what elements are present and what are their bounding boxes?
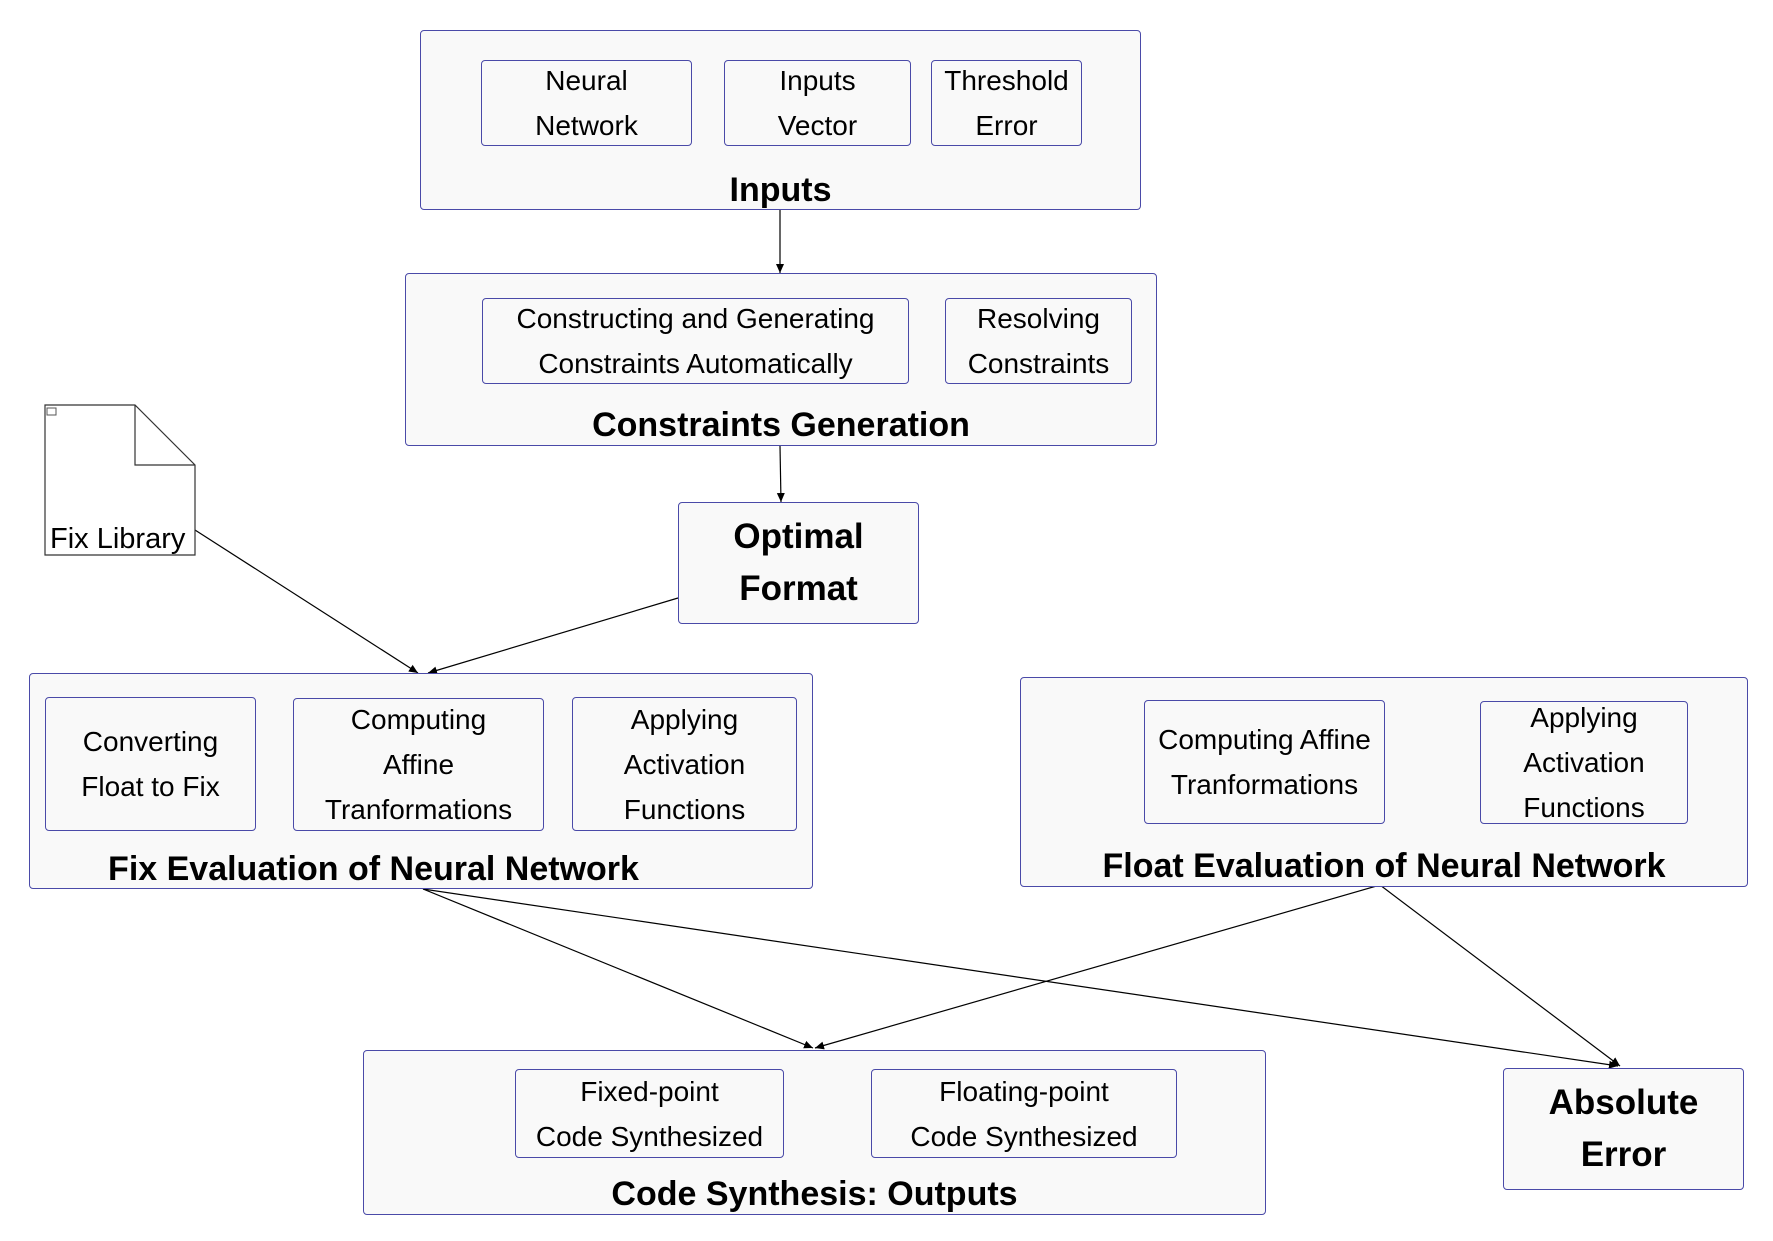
constructing-constraints-line1: Constructing and Generating (516, 303, 875, 334)
threshold-error-box: Threshold Error (931, 60, 1082, 146)
fix-evaluation-group: Converting Float to Fix Computing Affine… (29, 673, 813, 889)
constructing-constraints-line2: Constraints Automatically (538, 348, 853, 379)
converting-line2: Float to Fix (81, 771, 220, 802)
floating-point-code-box: Floating-point Code Synthesized (871, 1069, 1177, 1158)
inputs-vector-line1: Inputs (779, 65, 856, 96)
fix-computing-line1: Computing (350, 704, 487, 735)
neural-network-line1: Neural (545, 65, 628, 96)
float-computing-affine-box: Computing Affine Tranformations (1144, 700, 1385, 824)
absolute-error-line1: Absolute (1548, 1083, 1699, 1122)
converting-line1: Converting (82, 726, 219, 757)
edge-fix-evaluation-to-outputs (422, 888, 814, 1049)
resolving-constraints-line2: Constraints (967, 348, 1110, 379)
float-evaluation-group: Computing Affine Tranformations Applying… (1020, 677, 1748, 887)
floating-point-line1: Floating-point (939, 1075, 1109, 1107)
fix-evaluation-title: Fix Evaluation of Neural Network (108, 850, 639, 888)
edge-constraints-to-optimal-format (776, 445, 785, 503)
code-synthesis-outputs-title: Code Synthesis: Outputs (611, 1175, 1018, 1213)
resolving-constraints-box: Resolving Constraints (945, 298, 1132, 384)
fix-computing-affine-box: Computing Affine Tranformations (293, 698, 544, 831)
fixed-point-code-box: Fixed-point Code Synthesized (515, 1069, 784, 1158)
converting-float-to-fix-box: Converting Float to Fix (45, 697, 256, 831)
edge-float-evaluation-to-outputs (814, 884, 1381, 1050)
fix-computing-line3: Tranformations (324, 794, 513, 825)
float-applying-line3: Functions (1523, 792, 1645, 823)
edge-optimal-format-to-fix-evaluation (427, 597, 679, 675)
float-evaluation-title: Float Evaluation of Neural Network (1102, 847, 1666, 885)
fix-computing-line2: Affine (382, 749, 455, 780)
edge-fix-library-to-fix-evaluation (194, 529, 419, 674)
float-computing-line1: Computing Affine (1158, 724, 1371, 755)
edge-float-evaluation-to-absolute-error (1379, 884, 1621, 1067)
inputs-vector-box: Inputs Vector (724, 60, 911, 146)
threshold-error-line1: Threshold (944, 65, 1069, 96)
constraints-generation-title: Constraints Generation (592, 406, 970, 444)
optimal-format-line2: Format (739, 569, 858, 608)
fix-library-label: Fix Library (50, 523, 186, 555)
threshold-error-line2: Error (975, 110, 1038, 141)
inputs-title: Inputs (729, 171, 832, 209)
optimal-format-box: Optimal Format (678, 502, 919, 624)
neural-network-line2: Network (535, 110, 638, 141)
fix-library-marker-icon (46, 407, 57, 416)
fixed-point-line2: Code Synthesized (535, 1120, 764, 1152)
code-synthesis-outputs-group: Fixed-point Code Synthesized Floating-po… (363, 1050, 1266, 1215)
resolving-constraints-line1: Resolving (977, 303, 1100, 334)
optimal-format-line1: Optimal (733, 517, 864, 556)
inputs-vector-line2: Vector (777, 110, 858, 141)
absolute-error-line2: Error (1580, 1135, 1667, 1174)
floating-point-line2: Code Synthesized (910, 1120, 1138, 1152)
float-applying-activation-box: Applying Activation Functions (1480, 701, 1688, 824)
fix-applying-line2: Activation (623, 748, 746, 780)
neural-network-box: Neural Network (481, 60, 692, 146)
fixed-point-line1: Fixed-point (580, 1075, 719, 1107)
fix-applying-line1: Applying (630, 703, 739, 735)
fix-applying-line3: Functions (623, 793, 746, 825)
constraints-generation-group: Constructing and Generating Constraints … (405, 273, 1157, 446)
fix-applying-activation-box: Applying Activation Functions (572, 697, 797, 831)
constructing-constraints-box: Constructing and Generating Constraints … (482, 298, 909, 384)
float-applying-line2: Activation (1523, 747, 1645, 778)
float-computing-line2: Tranformations (1170, 769, 1359, 800)
inputs-group: Neural Network Inputs Vector Threshold E… (420, 30, 1141, 210)
edge-fix-evaluation-to-absolute-error (422, 888, 1619, 1069)
absolute-error-box: Absolute Error (1503, 1068, 1744, 1190)
float-applying-line1: Applying (1530, 702, 1638, 733)
fix-library-document-icon (44, 404, 196, 556)
